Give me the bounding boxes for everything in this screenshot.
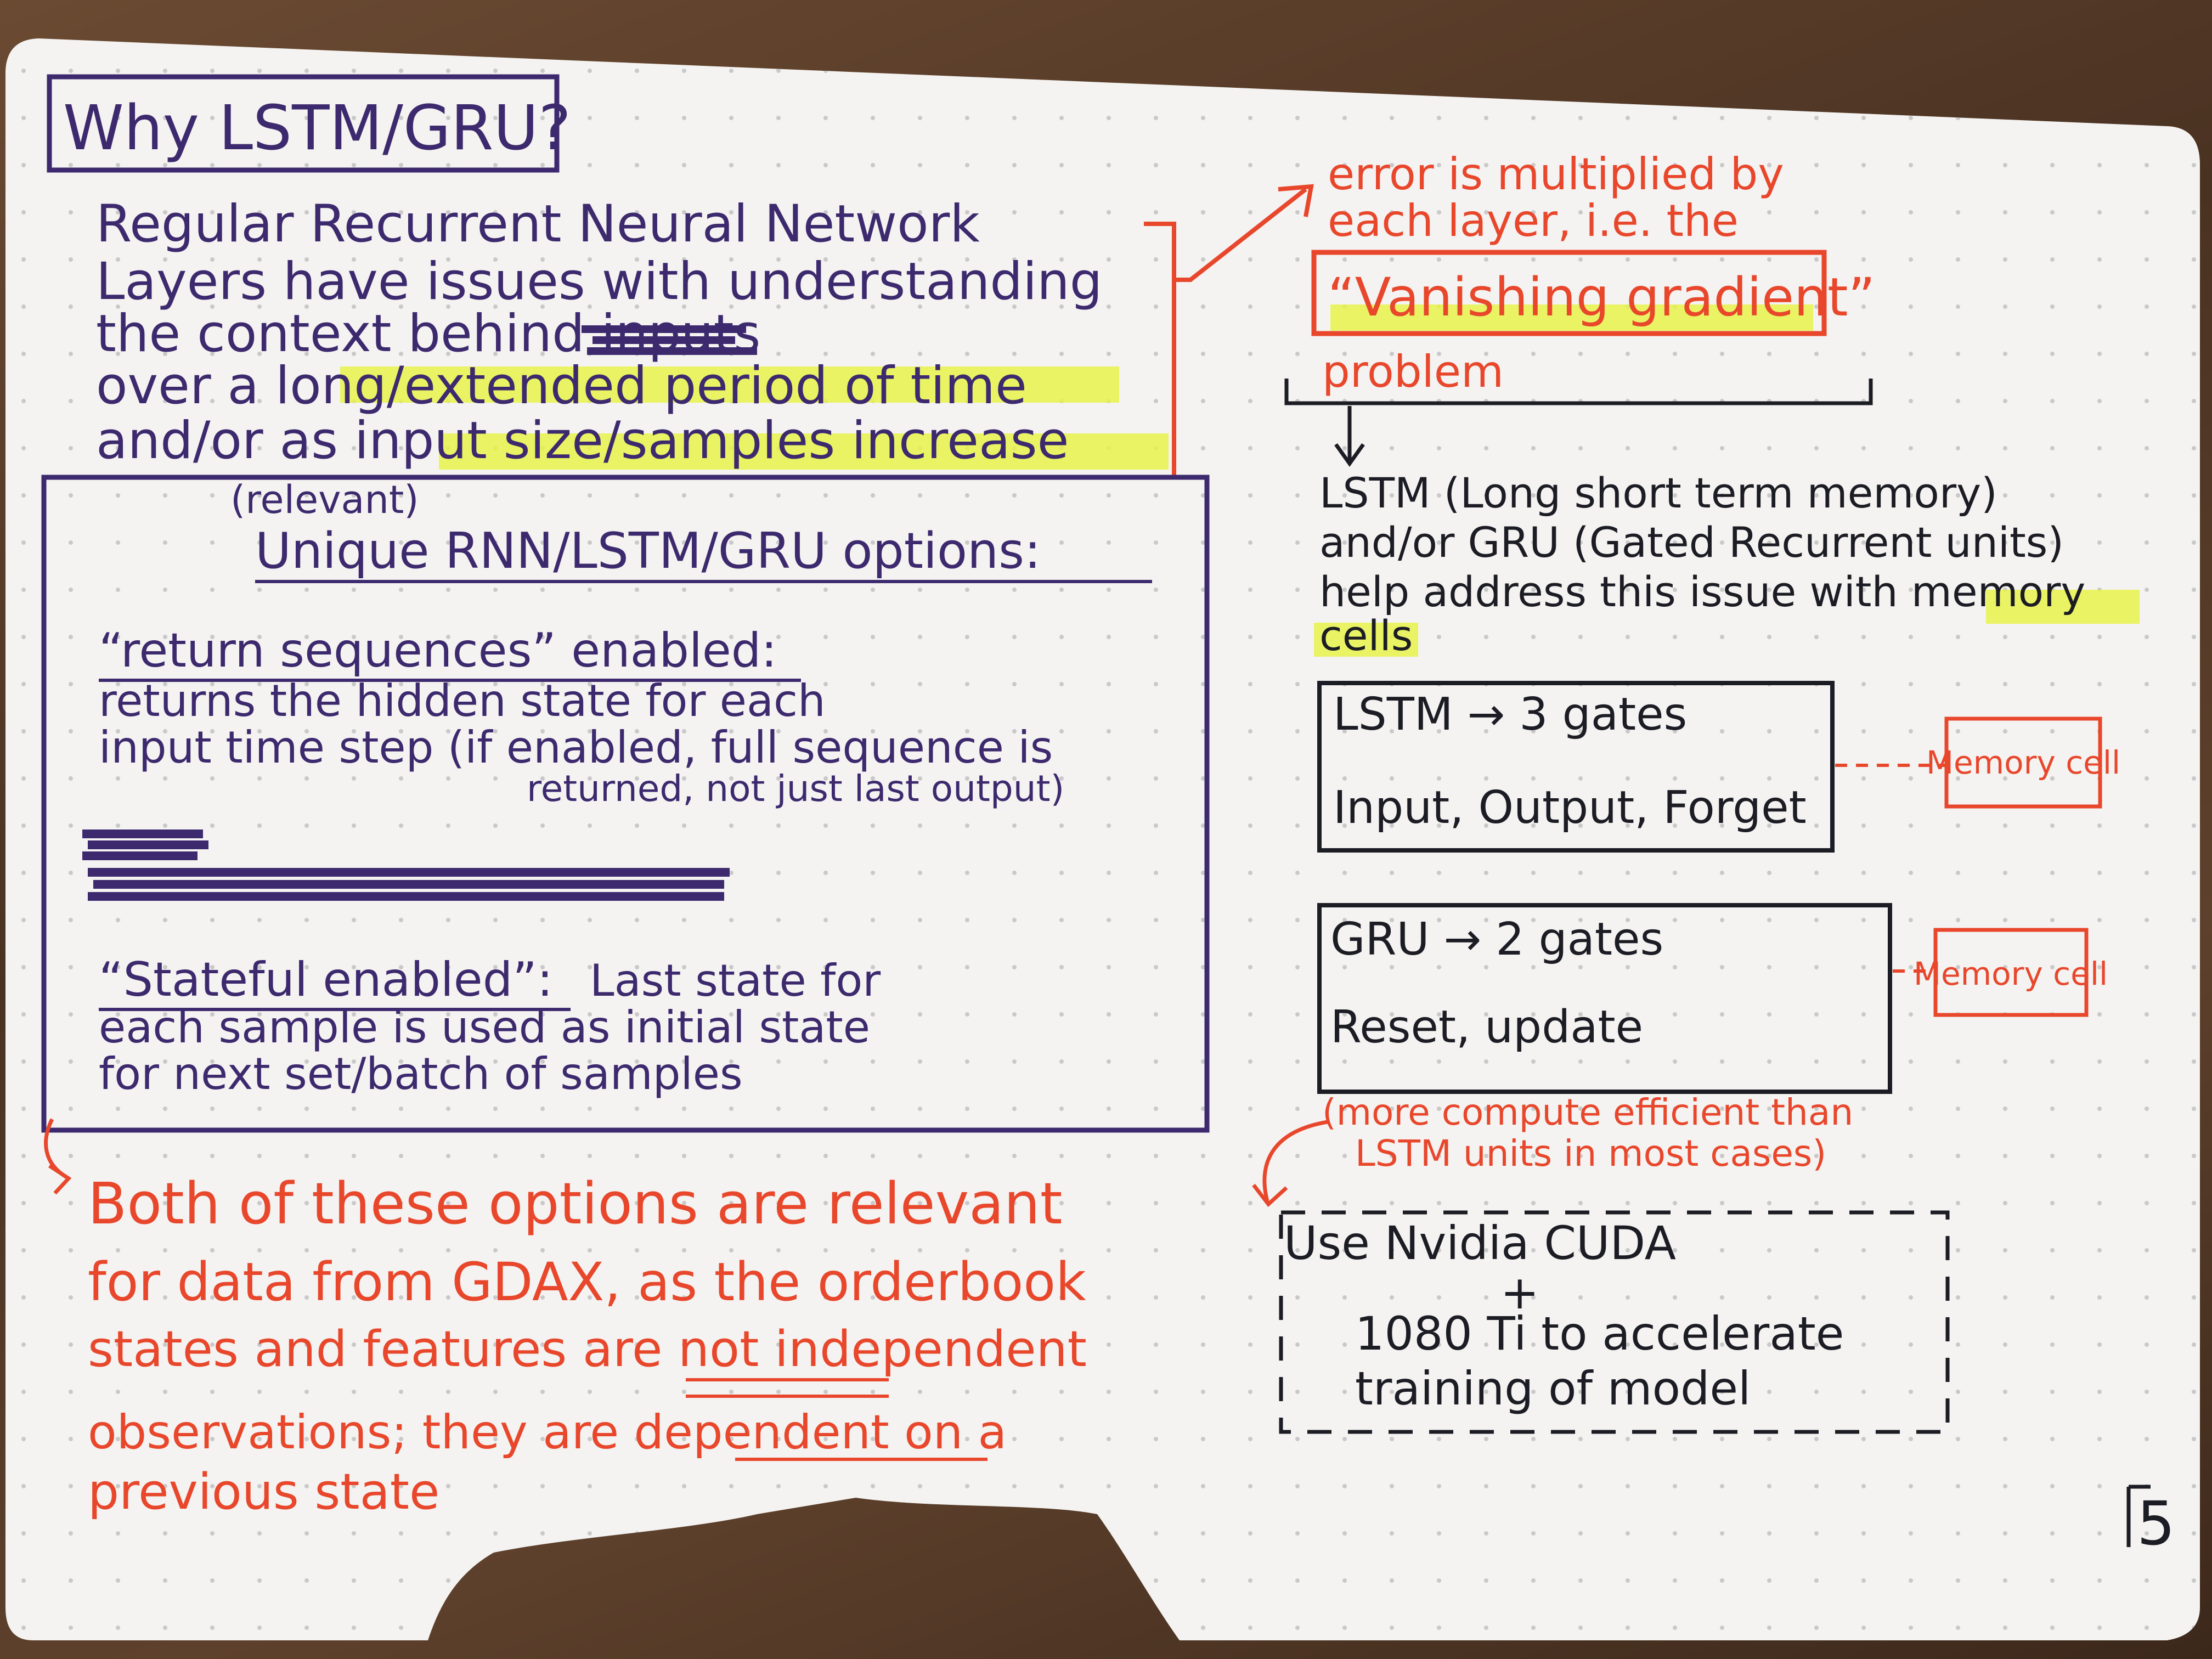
- scribbled-out-text: [82, 830, 730, 901]
- gru-note-line: (more compute efficient than: [1322, 1091, 1853, 1133]
- lstm-memory-cell-label: Memory cell: [1926, 744, 2120, 781]
- return-sequences-heading: “return sequences” enabled:: [99, 623, 777, 678]
- return-line: returned, not just last output): [527, 768, 1064, 810]
- gru-box: [1317, 903, 1892, 1094]
- underline-are-not: [686, 1378, 889, 1398]
- error-line: each layer, i.e. the: [1328, 195, 1739, 246]
- stateful-line: Last state for: [590, 955, 881, 1006]
- gru-note-line: LSTM units in most cases): [1355, 1132, 1826, 1175]
- conclusion-line: previous state: [88, 1463, 439, 1521]
- highlight-long-period: [340, 366, 1119, 403]
- memory-line: and/or GRU (Gated Recurrent units): [1319, 518, 2064, 567]
- highlight-memory: [1986, 590, 2140, 624]
- conclusion-line: observations; they are dependent on a: [88, 1405, 1007, 1460]
- cuda-plus: +: [1500, 1266, 1539, 1319]
- title-box: [47, 74, 560, 173]
- return-line: returns the hidden state for each: [99, 675, 826, 726]
- vanishing-gradient-text: “Vanishing gradient”: [1328, 267, 1875, 328]
- relevant-label: (relevant): [230, 477, 419, 522]
- stateful-line: for next set/batch of samples: [99, 1048, 743, 1099]
- options-heading: Unique RNN/LSTM/GRU options:: [255, 522, 1041, 580]
- lstm-gates: LSTM → 3 gates: [1333, 689, 1687, 741]
- highlight-cells: [1314, 623, 1418, 657]
- intro-line: and/or as input size/samples increase: [96, 411, 1069, 471]
- return-line: input time step (if enabled, full sequen…: [99, 722, 1053, 773]
- red-curved-arrow: [1252, 1120, 1328, 1207]
- scribble: [582, 325, 757, 355]
- gru-memory-cell-box: [1933, 928, 2089, 1017]
- cuda-line: training of model: [1355, 1362, 1751, 1415]
- gru-gates: GRU → 2 gates: [1330, 913, 1663, 966]
- memory-line: cells: [1319, 611, 1413, 660]
- page-number-bracket: [2126, 1485, 2151, 1547]
- options-box: [41, 475, 1210, 1133]
- lstm-memory-cell-box: [1944, 716, 2102, 809]
- error-line: problem: [1322, 346, 1504, 397]
- conclusion-line: states and features are not independent: [88, 1321, 1087, 1378]
- error-line: error is multiplied by: [1328, 149, 1784, 200]
- cuda-line: 1080 Ti to accelerate: [1355, 1307, 1844, 1361]
- conclusion-arrow: [44, 1118, 72, 1195]
- stateful-line: each sample is used as initial state: [99, 1002, 870, 1053]
- vanishing-gradient-box: [1311, 250, 1827, 336]
- intro-paragraph: Regular Recurrent Neural Network Layers …: [96, 194, 1169, 471]
- stateful-heading: “Stateful enabled”:: [99, 952, 553, 1007]
- page-title: Why LSTM/GRU?: [63, 93, 571, 164]
- lstm-box: [1317, 681, 1835, 853]
- cuda-line: Use Nvidia CUDA: [1284, 1216, 1676, 1270]
- gru-memory-cell-label: Memory cell: [1914, 955, 2108, 992]
- cuda-box: [1279, 1210, 1950, 1434]
- memory-line: help address this issue with memory: [1319, 567, 2085, 616]
- intro-line: Regular Recurrent Neural Network: [96, 194, 980, 254]
- intro-line: over a long/extended period of time: [96, 356, 1027, 416]
- down-bracket: [1284, 379, 1873, 467]
- lstm-gate-names: Input, Output, Forget: [1333, 782, 1807, 834]
- conclusion-line: Both of these options are relevant: [88, 1170, 1063, 1237]
- highlight-input-size: [439, 433, 1169, 470]
- conclusion-line: for data from GDAX, as the orderbook: [88, 1251, 1086, 1313]
- intro-line: Layers have issues with understanding: [96, 252, 1102, 312]
- highlight-vanishing-gradient: [1330, 304, 1813, 331]
- memory-line: LSTM (Long short term memory): [1319, 469, 1997, 517]
- gru-gate-names: Reset, update: [1330, 1001, 1643, 1053]
- page-number: 5: [2137, 1488, 2175, 1559]
